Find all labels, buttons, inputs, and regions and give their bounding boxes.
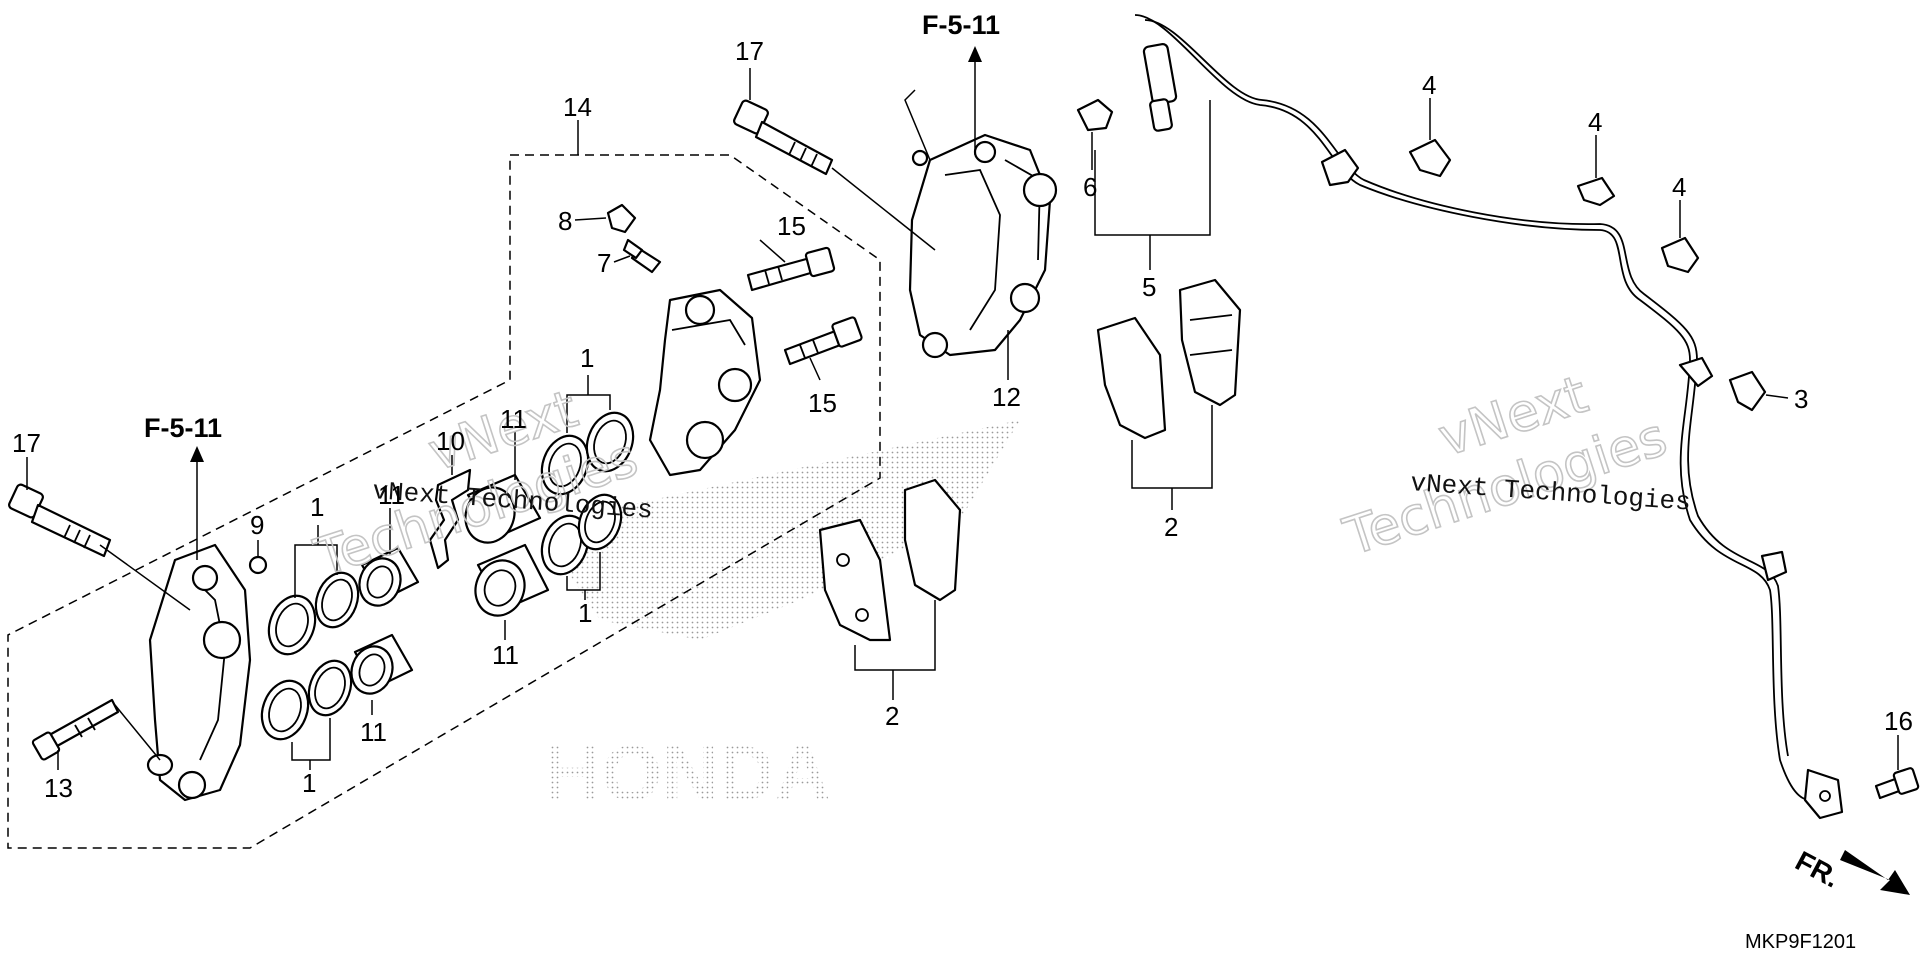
brake-pads-lower	[818, 478, 962, 642]
wire-clip-1	[1408, 138, 1452, 178]
ref-left: F-5-11	[144, 413, 222, 443]
svg-text:11: 11	[360, 717, 387, 747]
svg-text:4: 4	[1672, 172, 1686, 202]
svg-text:7: 7	[597, 248, 611, 278]
svg-text:2: 2	[885, 701, 899, 731]
pad-pin-bolt-lower	[783, 316, 863, 366]
svg-text:11: 11	[378, 480, 405, 510]
piston-seal-rings-right	[540, 411, 635, 576]
caliper-pistons-left	[350, 546, 420, 695]
pad-pin-bolt-upper	[746, 246, 836, 292]
honda-logo-text: HONDA	[545, 729, 831, 817]
svg-text:3: 3	[1794, 384, 1808, 414]
pad-spring	[428, 468, 472, 570]
front-direction-arrow: FR.	[1790, 845, 1910, 895]
svg-text:1: 1	[580, 343, 594, 373]
svg-text:4: 4	[1588, 107, 1602, 137]
diagram-code: MKP9F1201	[1745, 931, 1856, 953]
svg-text:17: 17	[12, 428, 41, 458]
caliper-pistons-right	[464, 473, 550, 617]
bleeder-valve	[622, 238, 662, 274]
upper-caliper-assembly	[908, 133, 1058, 359]
svg-text:10: 10	[436, 426, 465, 456]
svg-text:6: 6	[1083, 172, 1097, 202]
svg-text:1: 1	[302, 768, 316, 798]
svg-text:11: 11	[500, 404, 527, 434]
watermark-right: vNext Technologies	[1336, 364, 1675, 569]
svg-text:15: 15	[777, 211, 806, 241]
left-mounting-bolt	[8, 483, 112, 558]
svg-text:17: 17	[735, 36, 764, 66]
svg-text:13: 13	[44, 773, 73, 803]
wire-clip-grommet	[1728, 370, 1767, 412]
svg-text:14: 14	[563, 92, 592, 122]
inner-caliper-half	[648, 288, 762, 477]
svg-text:1: 1	[310, 492, 324, 522]
brake-pads-upper	[1096, 278, 1242, 440]
svg-text:11: 11	[492, 640, 519, 670]
svg-text:4: 4	[1422, 70, 1436, 100]
caliper-pin-bolt	[31, 698, 120, 761]
wire-clip-2	[1576, 176, 1616, 207]
left-caliper-body	[146, 543, 252, 802]
leader-lines	[26, 46, 1899, 770]
svg-text:16: 16	[1884, 706, 1913, 736]
sensor-bolt	[1874, 767, 1920, 800]
svg-text:9: 9	[250, 510, 264, 540]
harness-clamp	[1076, 98, 1114, 132]
svg-text:8: 8	[558, 206, 572, 236]
wire-clip-3	[1660, 236, 1700, 274]
bleeder-cap	[606, 203, 637, 234]
svg-text:12: 12	[992, 382, 1021, 412]
ref-upper: F-5-11	[922, 10, 1000, 40]
caliper-kit-dashed-boundary	[7, 154, 881, 849]
callout-numbers: 1 1 1 1 2 2 3 4 4 4 5 6 7 8 9 10 11 11 1…	[12, 36, 1913, 803]
svg-text:1: 1	[578, 598, 592, 628]
svg-text:2: 2	[1164, 512, 1178, 542]
svg-text:5: 5	[1142, 272, 1156, 302]
svg-text:15: 15	[808, 388, 837, 418]
copper-washer	[248, 555, 268, 575]
wheel-speed-sensor-harness	[1134, 14, 1844, 820]
direction-label: FR.	[1790, 845, 1844, 894]
upper-mounting-bolt	[733, 99, 834, 176]
piston-seal-rings-left	[260, 571, 360, 741]
